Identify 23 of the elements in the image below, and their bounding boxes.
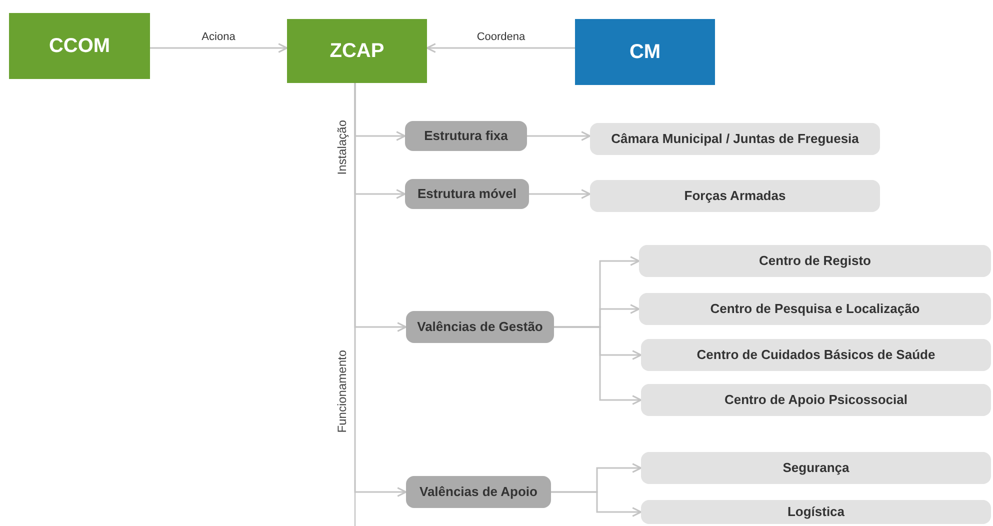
arrow (554, 326, 642, 405)
process-box: CCOM (9, 13, 150, 79)
section-label: Instalação (334, 120, 350, 175)
section-label: Funcionamento (334, 350, 350, 433)
arrow (551, 491, 642, 517)
process-box: CM (575, 19, 715, 85)
arrow (426, 43, 575, 53)
process-box: Centro de Pesquisa e Localização (639, 293, 991, 325)
process-box: Valências de Gestão (406, 311, 554, 343)
arrow (527, 131, 591, 141)
process-box: Centro de Apoio Psicossocial (641, 384, 991, 416)
process-box: ZCAP (287, 19, 427, 83)
process-box: Centro de Cuidados Básicos de Saúde (641, 339, 991, 371)
process-box: Estrutura fixa (405, 121, 527, 151)
process-box: Valências de Apoio (406, 476, 551, 508)
arrow (529, 189, 591, 199)
process-box: Estrutura móvel (405, 179, 529, 209)
arrow (150, 43, 288, 53)
process-box: Câmara Municipal / Juntas de Freguesia (590, 123, 880, 155)
process-box: Logística (641, 500, 991, 524)
process-box: Segurança (641, 452, 991, 484)
process-box: Centro de Registo (639, 245, 991, 277)
process-box: Forças Armadas (590, 180, 880, 212)
